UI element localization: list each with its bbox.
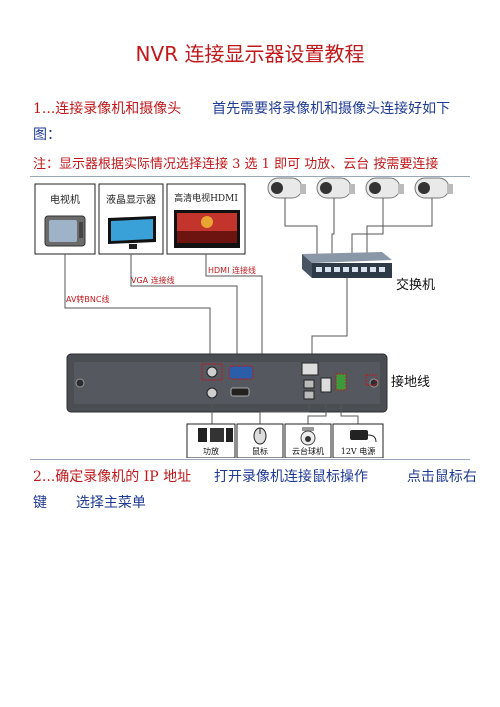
switch-nvr-cable [311,278,348,364]
network-switch-icon [302,252,392,278]
power-supply-panel [332,423,384,458]
peripheral-cable [259,398,310,424]
vga-port-icon [228,365,254,380]
step-1-text: 首先需要将录像机和摄像头连接好如下图： [33,101,451,143]
ground-label: 接地线 [391,374,430,390]
power-port-icon [335,373,347,391]
peripheral-label-mouse: 鼠标 [252,446,268,456]
hdtv-icon [174,210,240,248]
camera-cable [331,198,335,254]
camera-icon [365,177,404,199]
connection-diagram: 电视机 液晶显示器 高清电视HDMI AV转BNC线 VGA 连接线 HDMI … [34,177,453,458]
power-adapter-icon [350,430,377,443]
monitor-label-hdtv: 高清电视HDMI [174,192,238,204]
mouse-icon [253,427,267,445]
bnc-port-highlight [201,363,223,381]
usb-port-icon [303,379,315,389]
step-2-text-2: 点击鼠标右键 [33,469,477,511]
monitor-label-tv: 电视机 [50,193,80,206]
camera-cable [366,198,433,254]
crt-tv-icon [44,215,86,247]
step-2-heading: 2...确定录像机的 IP 地址 [33,469,192,485]
monitor-label-lcd: 液晶显示器 [106,193,156,206]
peripheral-label-amplifier: 功放 [203,446,219,456]
av-cable-line [64,254,211,366]
audio-port-icon [206,387,218,399]
page-title: NVR 连接显示器设置教程 [135,42,365,66]
camera-cable [284,198,318,254]
step-2: 2...确定录像机的 IP 地址 打开录像机连接鼠标操作 点击鼠标右键 选择主菜… [33,464,478,516]
lcd-monitor-icon [108,216,156,249]
cable-label-vga: VGA 连接线 [131,275,175,285]
cable-label-av: AV转BNC线 [66,294,110,304]
divider-top [30,176,470,177]
camera-icon [267,177,306,199]
step-2-text-3: 选择主菜单 [75,495,146,511]
lan-port-icon [301,362,319,376]
bnc-port-icon [206,366,218,378]
peripheral-label-ptz: 云台球机 [292,446,324,456]
peripheral-cable [340,390,359,424]
step-1: 1...连接录像机和摄像头 首先需要将录像机和摄像头连接好如下图： [33,96,478,148]
step-1-note: 注：显示器根据实际情况选择连接 3 选 1 即可 功放、云台 按需要连接 [33,157,439,172]
cable-label-hdmi: HDMI 连接线 [208,265,256,275]
alarm-port-icon [320,377,332,393]
divider-bottom [30,459,470,460]
peripheral-cable [307,392,327,424]
step-2-text: 打开录像机连接鼠标操作 [214,469,369,485]
speaker-icon [198,428,233,442]
switch-label: 交换机 [396,277,435,293]
step-1-heading: 1...连接录像机和摄像头 [33,101,182,117]
hdmi-port-icon [230,387,250,397]
ground-screw-highlight [365,374,377,386]
camera-icon [316,177,355,199]
hdmi-cable-line [205,254,263,364]
camera-icon [414,177,453,199]
peripheral-label-power: 12V 电源 [341,446,376,456]
vga-cable-line [130,254,238,364]
ptz-camera-icon [300,427,316,446]
usb-port-icon [303,390,315,400]
